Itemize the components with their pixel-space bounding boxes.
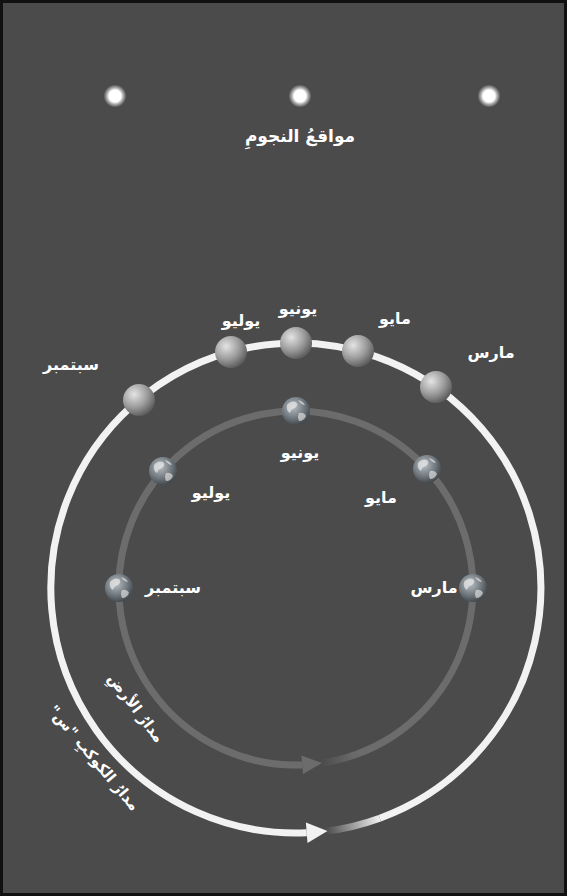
star [104, 85, 126, 107]
planet-sphere [280, 327, 312, 359]
earth-sphere [282, 397, 310, 425]
earth-sphere [149, 457, 177, 485]
earth-month: يوليو [192, 483, 231, 502]
earth-month: مارس [410, 578, 457, 597]
planet-month: يوليو [222, 311, 261, 330]
orbit-ring [119, 411, 473, 765]
planet-sphere [420, 371, 452, 403]
planet-month: مايو [379, 309, 411, 328]
orbit-arrowhead [301, 756, 322, 775]
stars [104, 85, 500, 107]
label-layer: مواقعُ النجومِ يونيو مايو يوليو مارس سبتمبر يو… [3, 3, 567, 896]
orbit-label: مدارُ الكوكبِ "س" [45, 702, 144, 815]
earth-orbit [119, 411, 473, 774]
earth-sphere [105, 574, 133, 602]
planet-sphere [342, 335, 374, 367]
orbit-label: مدارُ الأرضِ [104, 670, 168, 746]
earth-month: سبتمبر [145, 578, 201, 597]
orbit-ring [51, 343, 541, 833]
star [478, 85, 500, 107]
planet-month: مارس [467, 343, 514, 362]
orbit-fade [321, 754, 357, 763]
star [289, 85, 311, 107]
earth-month: يونيو [281, 443, 320, 462]
planet-sphere [215, 336, 247, 368]
planet-sphere [123, 384, 155, 416]
orbit-fade [326, 818, 380, 831]
orbit-arrowhead [306, 823, 328, 843]
earth-sphere [413, 455, 441, 483]
earth-sphere [459, 574, 487, 602]
planet-month: يونيو [279, 299, 318, 318]
earth-positions [105, 397, 487, 602]
planet-month: سبتمبر [43, 355, 99, 374]
planet-orbit [51, 343, 541, 843]
earth-month: مايو [365, 488, 397, 507]
stars-label: مواقعُ النجومِ [245, 126, 355, 146]
